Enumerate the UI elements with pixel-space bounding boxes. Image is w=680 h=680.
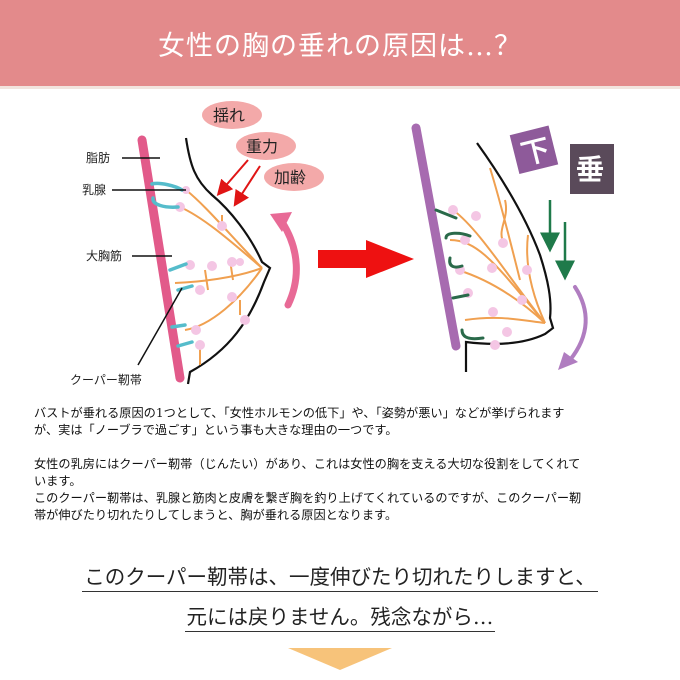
skin-outline-before xyxy=(184,137,272,385)
cause-gravity: 重力 xyxy=(246,137,278,156)
bubble-gravity xyxy=(236,132,296,160)
red-arrow-icon xyxy=(216,159,249,197)
label-fat: 脂肪 xyxy=(86,150,110,165)
lobules-after xyxy=(448,205,532,350)
cause-aging: 加齢 xyxy=(274,168,306,187)
paragraph-2-line-4: 帯が伸びたり切れたりしてしまうと、胸が垂れる原因となります。 xyxy=(34,508,398,522)
sag-curve-arrow-icon xyxy=(568,285,588,362)
down-arrow-icon xyxy=(288,648,392,670)
paragraph-2-line-2: います。 xyxy=(34,474,82,488)
mammary-glands-before xyxy=(174,189,263,365)
emphasis-block: このクーパー靭帯は、一度伸びたり切れたりしますと、 元には戻りません。残念ながら… xyxy=(0,560,680,640)
after-breast-illustration: 下 垂 xyxy=(411,123,614,372)
paragraph-2-line-1: 女性の乳房にはクーパー靭帯（じんたい）があり、これは女性の胸を支える大切な役割を… xyxy=(34,457,581,471)
emphasis-line-2: 元には戻りません。残念ながら… xyxy=(184,600,496,632)
label-leaders xyxy=(112,157,186,366)
skin-outline-after xyxy=(464,142,555,372)
tag-down: 下 xyxy=(509,125,559,175)
bubble-sway xyxy=(202,101,262,129)
emphasis-line-1: このクーパー靭帯は、一度伸びたり切れたりしますと、 xyxy=(82,560,598,592)
paragraph-1-line-1: バストが垂れる原因の1つとして、「女性ホルモンの低下」や、「姿勢が悪い」などが挙… xyxy=(34,406,565,420)
mammary-glands-after xyxy=(449,167,546,324)
tag-hang: 垂 xyxy=(570,144,614,194)
transition-arrow-icon xyxy=(318,240,414,278)
breast-sagging-diagram: 脂肪 乳腺 大胸筋 クーパー靭帯 揺れ 重力 加齢 xyxy=(0,92,680,392)
lobules-before xyxy=(175,186,250,350)
svg-text:垂: 垂 xyxy=(576,153,604,186)
cooper-ligaments-after xyxy=(434,208,485,341)
before-breast-illustration: 脂肪 乳腺 大胸筋 クーパー靭帯 揺れ 重力 加齢 xyxy=(70,101,324,387)
cause-sway: 揺れ xyxy=(213,106,245,125)
lift-arrow-icon xyxy=(278,218,300,309)
label-cooper-ligament: クーパー靭帯 xyxy=(70,373,142,387)
bubble-aging xyxy=(264,163,324,191)
pectoral-muscle-before xyxy=(137,135,185,383)
cooper-ligaments-before xyxy=(150,181,194,348)
label-mammary-gland: 乳腺 xyxy=(82,183,106,197)
paragraph-1-line-2: が、実は「ノーブラで過ごす」という事も大きな理由の一つです。 xyxy=(34,423,398,437)
page-title: 女性の胸の垂れの原因は…？ xyxy=(158,30,522,62)
title-banner: 女性の胸の垂れの原因は…？ xyxy=(0,0,680,89)
pectoral-muscle-after xyxy=(411,123,461,351)
red-arrow-icon xyxy=(233,165,261,207)
explanation-text: バストが垂れる原因の1つとして、「女性ホルモンの低下」や、「姿勢が悪い」などが挙… xyxy=(34,405,649,524)
label-pectoralis-major: 大胸筋 xyxy=(86,248,122,263)
paragraph-2-line-3: このクーパー靭帯は、乳腺と筋肉と皮膚を繋ぎ胸を釣り上げてくれているのですが、この… xyxy=(34,491,582,505)
